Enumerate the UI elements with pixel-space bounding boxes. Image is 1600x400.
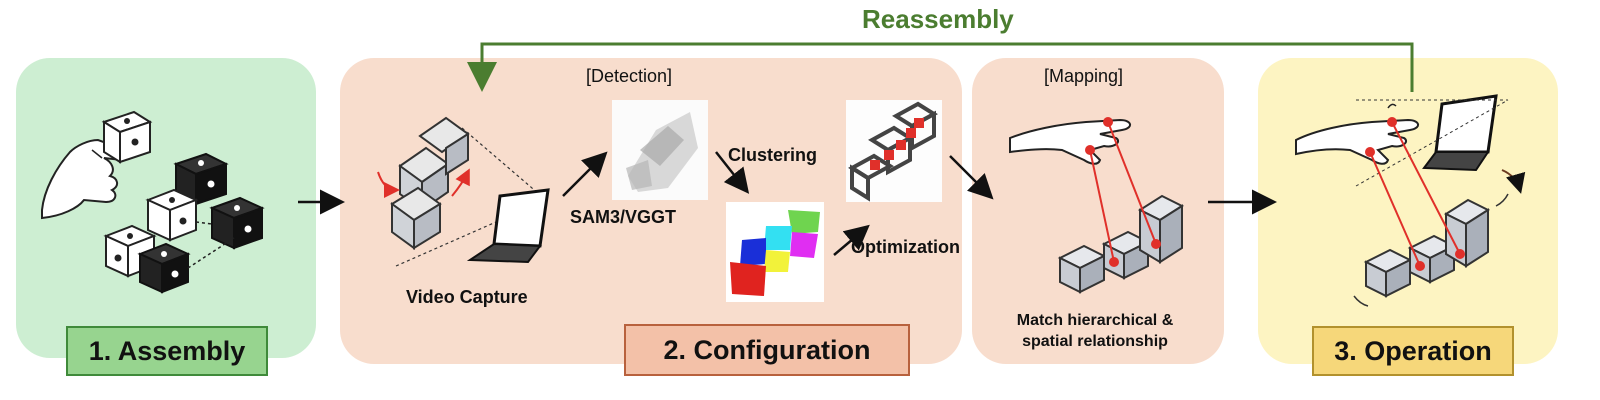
detection-label: [Detection]: [586, 66, 673, 86]
mapping-label: [Mapping]: [1044, 66, 1124, 86]
hand-icon: [41, 138, 131, 220]
wireframe-cube-icon: [846, 100, 942, 202]
flow-arrow-detection-to-cluster: [715, 151, 750, 194]
flow-arrow-cluster-to-optim: [833, 224, 870, 256]
operation-laptop-icon: [1355, 94, 1526, 194]
stage-label-assembly: 1. Assembly: [66, 326, 268, 376]
cube-chain-icon: [377, 116, 547, 267]
video-capture-label: Video Capture: [406, 287, 528, 307]
mapping-hand-icon: [1009, 118, 1131, 165]
stage-label-operation: 3. Operation: [1312, 326, 1514, 376]
dice-icon: [101, 110, 265, 294]
operation-panel: [1258, 58, 1558, 364]
stage-label-configuration: 2. Configuration: [624, 324, 910, 376]
laptop-icon: [466, 188, 550, 264]
reassembly-label: Reassembly: [862, 4, 1014, 34]
operation-cube-chain-icon: [1353, 117, 1509, 307]
point-cloud-icon: [612, 100, 708, 200]
cluster-cloud-icon: [726, 202, 824, 302]
match-relationship-label: Match hierarchical & spatial relationshi…: [1016, 312, 1174, 350]
mapping-cube-chain-icon: [1057, 117, 1185, 294]
operation-hand-icon: [1295, 103, 1419, 165]
flow-arrow-optim-to-mapping: [949, 155, 994, 200]
reassembly-arrow: [467, 42, 1414, 92]
sam-vggt-label: SAM3/VGGT: [570, 207, 677, 227]
optimization-label: Optimization: [851, 237, 960, 257]
flow-arrow-capture-to-detection: [562, 151, 608, 197]
clustering-label: Clustering: [728, 145, 818, 165]
